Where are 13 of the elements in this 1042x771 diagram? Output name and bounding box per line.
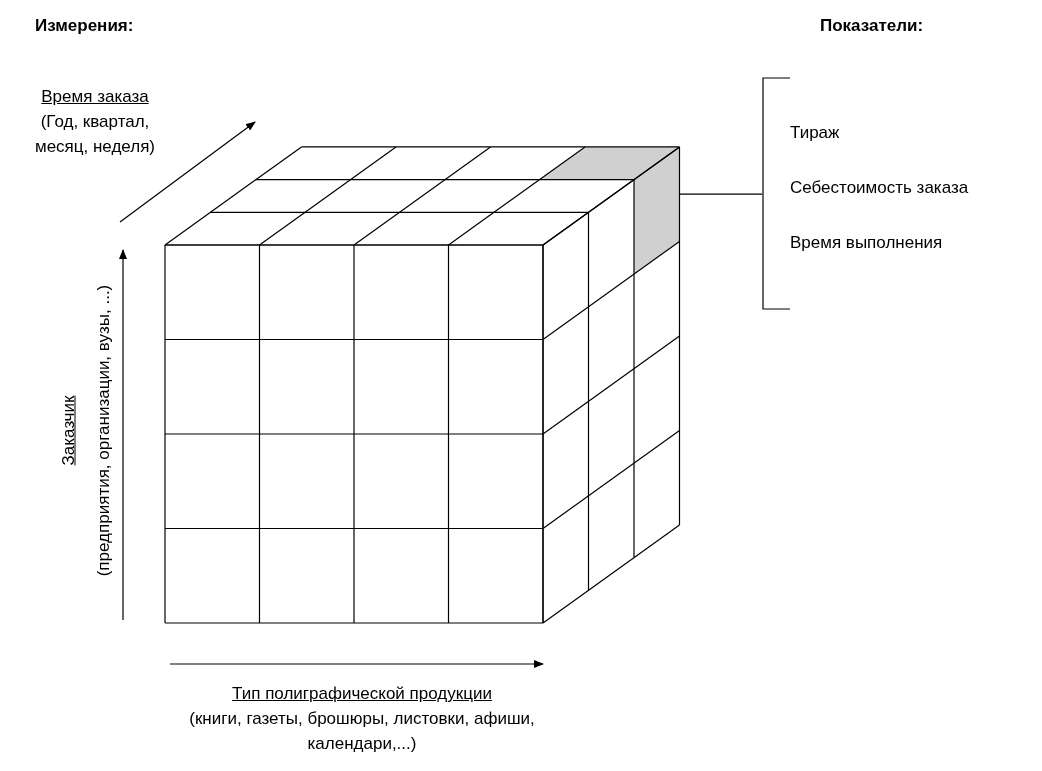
axis-description: (Год, квартал, месяц, неделя)	[33, 111, 157, 158]
axis-title: Время заказа	[40, 86, 150, 108]
measure-name: Время выполнения	[790, 232, 943, 254]
leader-line	[678, 193, 763, 195]
measure-name: Тираж	[790, 122, 840, 144]
axis-description: (книги, газеты, брошюры, листовки, афиши, календари,...)	[188, 708, 536, 755]
axis-title: Тип полиграфической продукции	[231, 683, 493, 705]
axis-description: (предприятия, организации, вузы, ...)	[92, 283, 114, 579]
section-heading: Показатели:	[820, 15, 924, 37]
axis-title: Заказчик	[57, 394, 79, 468]
measure-name: Себестоимость заказа	[790, 177, 969, 199]
section-heading: Измерения:	[35, 15, 134, 37]
highlighted-cell	[539, 146, 680, 275]
